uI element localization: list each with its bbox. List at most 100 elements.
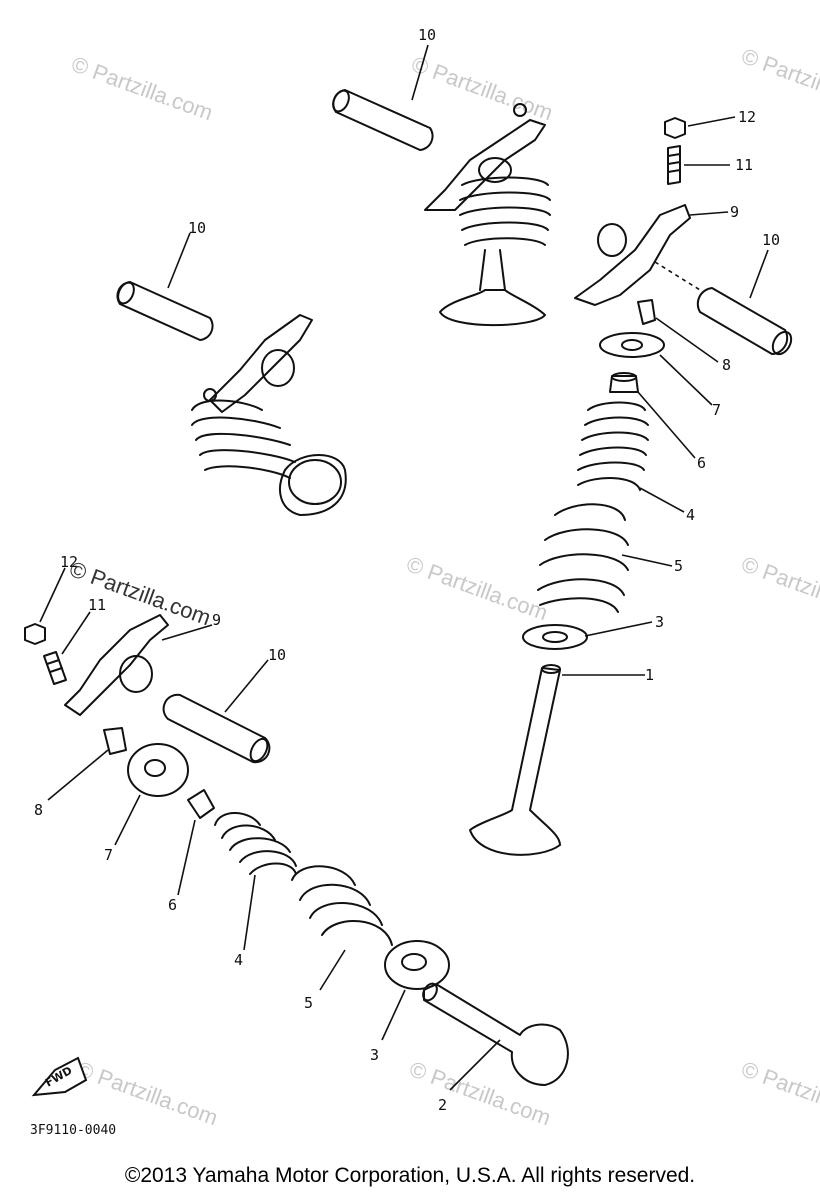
spring-retainer-hole [621,339,643,351]
watermark-text: © Partzilla.com [73,1056,221,1130]
callout-label: 10 [268,646,286,664]
callout-leader [61,611,91,655]
callout-label: 7 [712,401,721,419]
watermark-text: © Partzilla.com [66,556,214,630]
callout-label: 8 [34,801,43,819]
rocker-bore [597,223,627,257]
callout-label: 11 [735,156,753,174]
spring-seat-hole [401,953,427,971]
callout-leader [381,989,406,1041]
lower-parts-stack: 12 11 9 10 8 7 6 4 5 3 2 [24,553,569,1114]
watermark-text: © Partzilla.com [738,43,820,117]
valve-tip [422,982,438,1002]
callout-label: 8 [722,356,731,374]
fwd-arrow-icon: FWD [31,1056,88,1097]
callout-leader [654,261,701,291]
valve-cap [203,388,217,402]
callout-leader [47,749,109,801]
callout-label: 10 [418,26,436,44]
intake-valve [423,983,569,1086]
callout-leader [639,487,685,513]
callout-leader [687,116,736,127]
valve-spring [459,176,551,246]
copyright-notice: ©2013 Yamaha Motor Corporation, U.S.A. A… [124,1164,696,1187]
callout-label: 6 [697,454,706,472]
adjusting-screw [667,145,681,185]
valve-spring [191,399,296,479]
callout-label: 4 [686,506,695,524]
valve-tip [541,664,561,674]
callout-leader [161,624,213,641]
callout-label: 11 [88,596,106,614]
watermark-text: © Partzilla.com [403,551,551,625]
callout-label: 5 [674,557,683,575]
callout-leader [243,874,256,951]
rocker-bore [119,655,153,693]
outer-valve-spring [291,865,393,946]
rocker-arm [574,204,691,306]
rocker-bore [478,157,512,183]
callout-leader [659,354,713,406]
top-rocker-assembly [332,89,551,327]
callout-leader [584,621,653,637]
rocker-shaft [696,287,789,355]
rocker-shaft-end [771,330,793,356]
callout-leader [167,232,191,289]
exhaust-valve [469,667,561,856]
watermark-text: © Partzilla.com [738,551,820,625]
valve-cotter [103,727,127,755]
valve-stem [479,249,506,291]
callout-leader [449,1039,501,1091]
watermark-text: © Partzilla.com [68,51,216,125]
valve-cap [513,103,527,117]
watermark-text: © Partzilla.com [408,51,556,125]
callout-label: 6 [168,896,177,914]
diagram-code: 3F9110-0040 [30,1123,117,1138]
rocker-shaft-end [117,281,135,305]
callout-label: 9 [212,611,221,629]
watermark-text: © Partzilla.com [738,1056,820,1130]
callout-leader [224,659,269,713]
locknut [24,623,46,645]
spring-retainer [127,743,189,797]
rocker-bore [261,349,295,387]
left-rocker-assembly: 10 [116,219,347,516]
spring-seat-hole [542,631,568,643]
callout-leader [655,317,719,363]
callout-label: 12 [738,108,756,126]
callout-label: 9 [730,203,739,221]
rocker-arm [209,314,313,413]
callout-leader [621,554,673,567]
rocker-shaft-end [332,89,350,113]
valve-face [288,459,342,505]
valve-cotter [637,299,656,325]
rocker-arm [64,614,169,716]
callout-leader [689,211,729,216]
spring-retainer [599,332,665,358]
stem-seal-top [611,372,637,382]
callout-label: 7 [104,846,113,864]
spring-seat [522,624,588,650]
callout-label: 3 [370,1046,379,1064]
callout-leader [319,949,346,991]
right-parts-stack: 12 11 9 10 8 7 6 4 5 3 [469,108,793,856]
rocker-arm [424,119,546,211]
callout-label: 3 [655,613,664,631]
callout-label: 4 [234,951,243,969]
callout-label: 1 [645,666,654,684]
rocker-shaft [162,693,271,764]
valve-head [279,454,347,516]
locknut [664,117,686,139]
inner-valve-spring [577,401,649,491]
callout-leader [114,794,141,846]
stem-seal [187,789,215,819]
callout-leader [637,391,696,459]
callout-leader [411,44,429,101]
callout-label: 10 [762,231,780,249]
valve-head [439,289,546,327]
inner-valve-spring [214,812,297,875]
outer-valve-spring [537,503,629,613]
callout-label: 12 [60,553,78,571]
callout-leader [749,249,769,299]
spring-seat [384,940,450,990]
